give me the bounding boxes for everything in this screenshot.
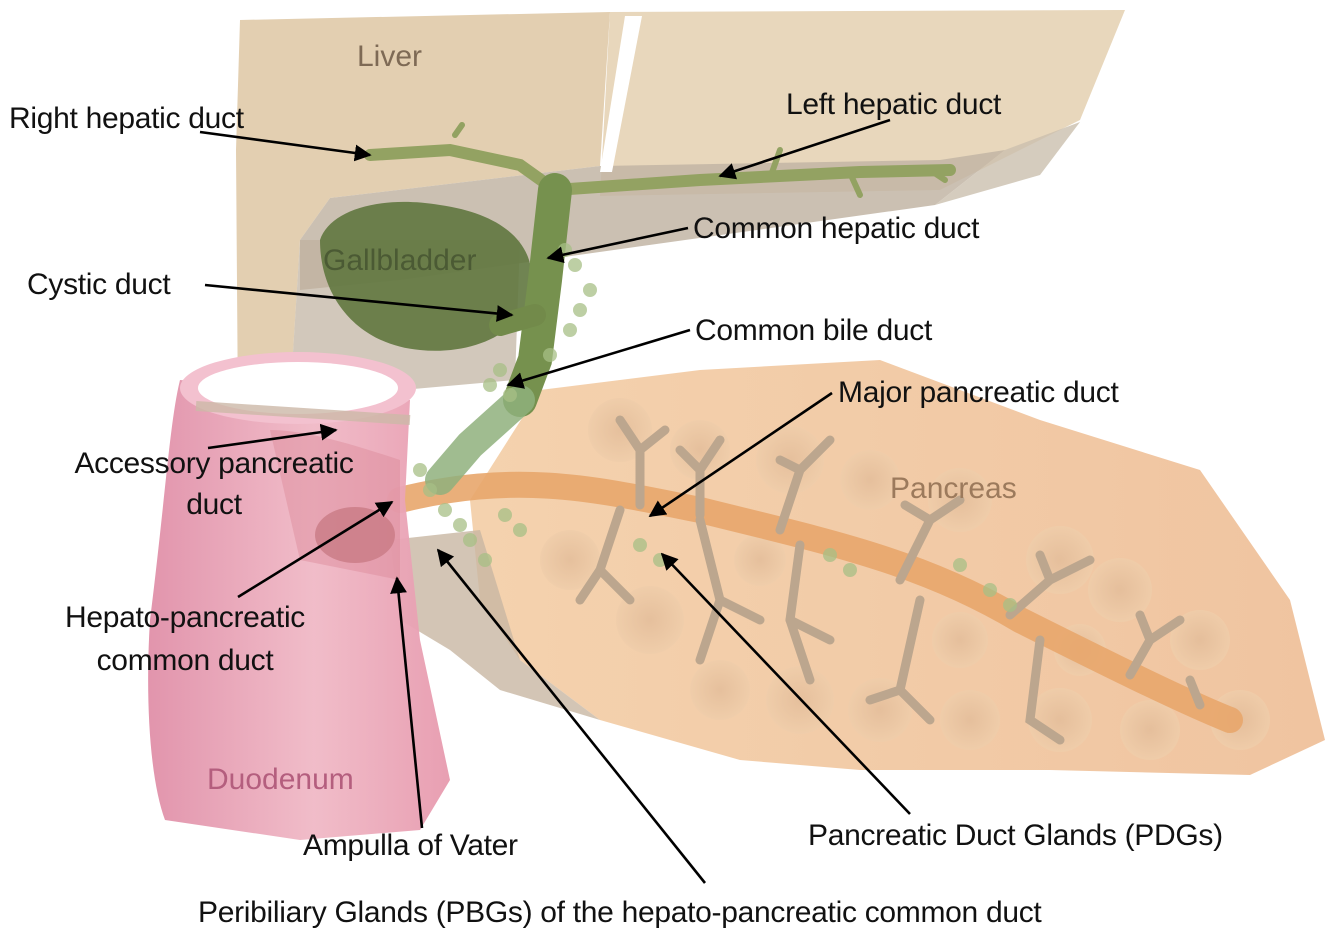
gland-cluster	[633, 538, 647, 552]
label-hepato-pancreatic-common-duct-line1: Hepato-pancreatic	[65, 601, 305, 634]
label-common-hepatic-duct: Common hepatic duct	[693, 212, 980, 245]
gland-cluster	[563, 323, 577, 337]
gland-cluster	[843, 563, 857, 577]
gland-cluster	[463, 533, 477, 547]
label-left-hepatic-duct: Left hepatic duct	[786, 88, 1002, 121]
gland-cluster	[503, 388, 517, 402]
gland-cluster	[438, 503, 452, 517]
label-cystic-duct: Cystic duct	[27, 268, 171, 301]
organ-label-gallbladder: Gallbladder	[323, 244, 476, 277]
label-accessory-pancreatic-duct-line1: Accessory pancreatic	[74, 447, 353, 480]
label-hepato-pancreatic-common-duct-line2: common duct	[97, 644, 275, 677]
gland-cluster	[478, 553, 492, 567]
gland-cluster	[653, 553, 667, 567]
gland-cluster	[513, 523, 527, 537]
gland-cluster	[823, 548, 837, 562]
label-pdgs: Pancreatic Duct Glands (PDGs)	[808, 819, 1223, 852]
gland-cluster	[573, 303, 587, 317]
pancreatic-lobule	[1120, 700, 1180, 760]
pancreatic-lobule	[932, 612, 988, 668]
organ-label-liver: Liver	[357, 40, 422, 73]
gland-cluster	[498, 508, 512, 522]
gland-cluster	[583, 283, 597, 297]
pancreatic-lobule	[940, 690, 1000, 750]
organ-label-pancreas: Pancreas	[890, 472, 1017, 505]
gland-cluster	[453, 518, 467, 532]
pancreatic-lobule	[690, 660, 750, 720]
organ-label-duodenum: Duodenum	[207, 763, 354, 796]
gland-cluster	[493, 363, 507, 377]
gland-cluster	[543, 348, 557, 362]
gland-cluster	[568, 258, 582, 272]
label-right-hepatic-duct: Right hepatic duct	[9, 102, 245, 135]
label-accessory-pancreatic-duct-line2: duct	[186, 488, 242, 521]
label-pbgs: Peribiliary Glands (PBGs) of the hepato-…	[198, 896, 1042, 929]
label-common-bile-duct: Common bile duct	[695, 314, 933, 347]
gland-cluster	[983, 583, 997, 597]
gland-cluster	[413, 463, 427, 477]
gland-cluster	[483, 378, 497, 392]
gland-cluster	[1003, 598, 1017, 612]
label-major-pancreatic-duct: Major pancreatic duct	[838, 376, 1119, 409]
label-ampulla-of-vater: Ampulla of Vater	[303, 829, 518, 862]
gland-cluster	[953, 558, 967, 572]
gland-cluster	[423, 483, 437, 497]
